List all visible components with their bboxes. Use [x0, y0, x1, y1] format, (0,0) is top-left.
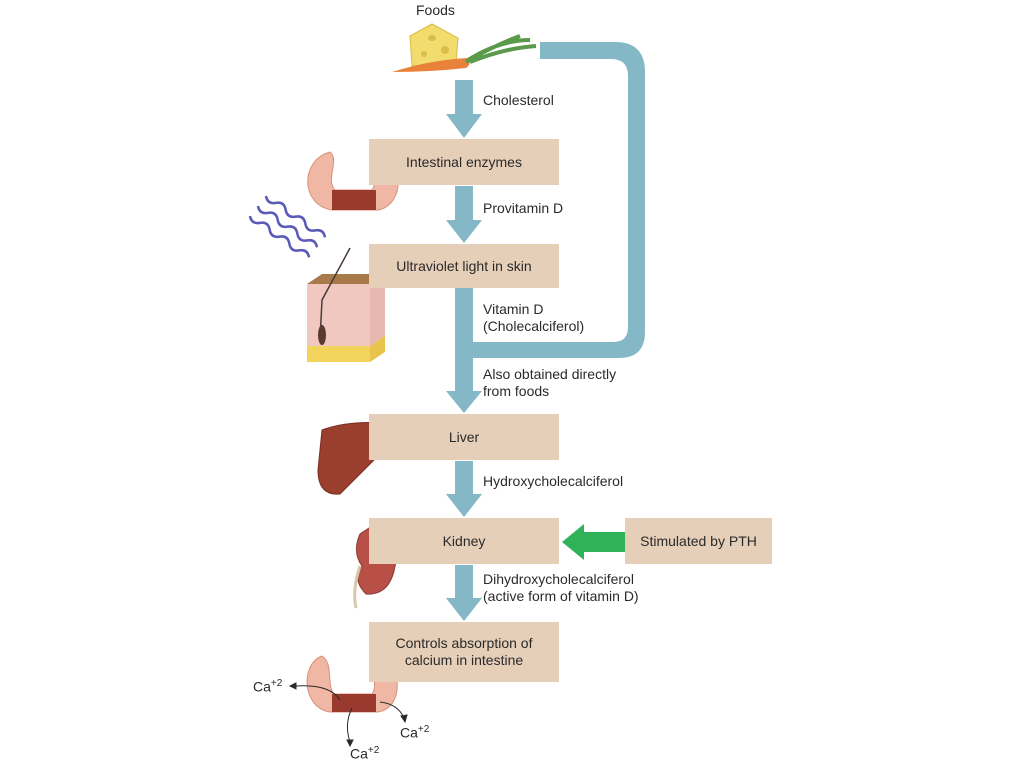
cholesterol-label: Cholesterol: [483, 92, 554, 108]
pth-label: Stimulated by PTH: [640, 532, 757, 549]
dihydroxy-line1: Dihydroxycholecalciferol: [483, 571, 634, 587]
direct-line1: Also obtained directly: [483, 366, 617, 382]
dihydroxycholecalciferol-label: Dihydroxycholecalciferol (active form of…: [483, 571, 639, 605]
cheese-icon: [409, 23, 459, 67]
step-label: Ultraviolet light in skin: [396, 257, 532, 274]
step-calcium-absorption: Controls absorption of calcium in intest…: [369, 622, 559, 682]
vitamin-d-label: Vitamin D (Cholecalciferol): [483, 301, 584, 335]
step-liver: Liver: [369, 414, 559, 460]
arrow-intestine-to-skin: [446, 186, 482, 243]
direct-from-foods-label: Also obtained directly from foods: [483, 366, 616, 400]
dihydroxy-line2: (active form of vitamin D): [483, 588, 639, 604]
arrow-skin-to-liver: [446, 288, 482, 413]
vitamin-d-line2: (Cholecalciferol): [483, 318, 585, 334]
foods-label: Foods: [416, 2, 455, 18]
pth-stimulus-arrow: [562, 524, 626, 560]
step-kidney: Kidney: [369, 518, 559, 564]
uv-rays-icon: [248, 195, 327, 258]
calcium-transport-arrows: [288, 682, 408, 748]
pth-stimulus-box: Stimulated by PTH: [625, 518, 772, 564]
provitamin-d-label: Provitamin D: [483, 200, 564, 216]
skin-section-icon: [307, 247, 385, 362]
vitamin-d-line1: Vitamin D: [483, 301, 544, 317]
step-label-line1: Controls absorption of: [395, 635, 533, 651]
hydroxycholecalciferol-label: Hydroxycholecalciferol: [483, 473, 624, 489]
step-intestinal-enzymes: Intestinal enzymes: [369, 139, 559, 185]
calcium-ion-label: Ca+2: [253, 678, 283, 695]
arrow-foods-to-intestine: [446, 80, 482, 138]
step-uv-skin: Ultraviolet light in skin: [369, 244, 559, 288]
calcium-ion-label: Ca+2: [350, 745, 380, 762]
step-label: Liver: [448, 428, 480, 445]
step-label: Kidney: [442, 532, 486, 549]
calcium-ion-label: Ca+2: [400, 724, 430, 741]
step-label-line2: calcium in intestine: [404, 652, 524, 668]
carrot-icon: [392, 34, 537, 72]
arrow-liver-to-kidney: [446, 461, 482, 517]
step-label: Intestinal enzymes: [406, 153, 522, 170]
direct-line2: from foods: [483, 383, 550, 399]
arrow-kidney-to-calcium: [446, 565, 482, 621]
